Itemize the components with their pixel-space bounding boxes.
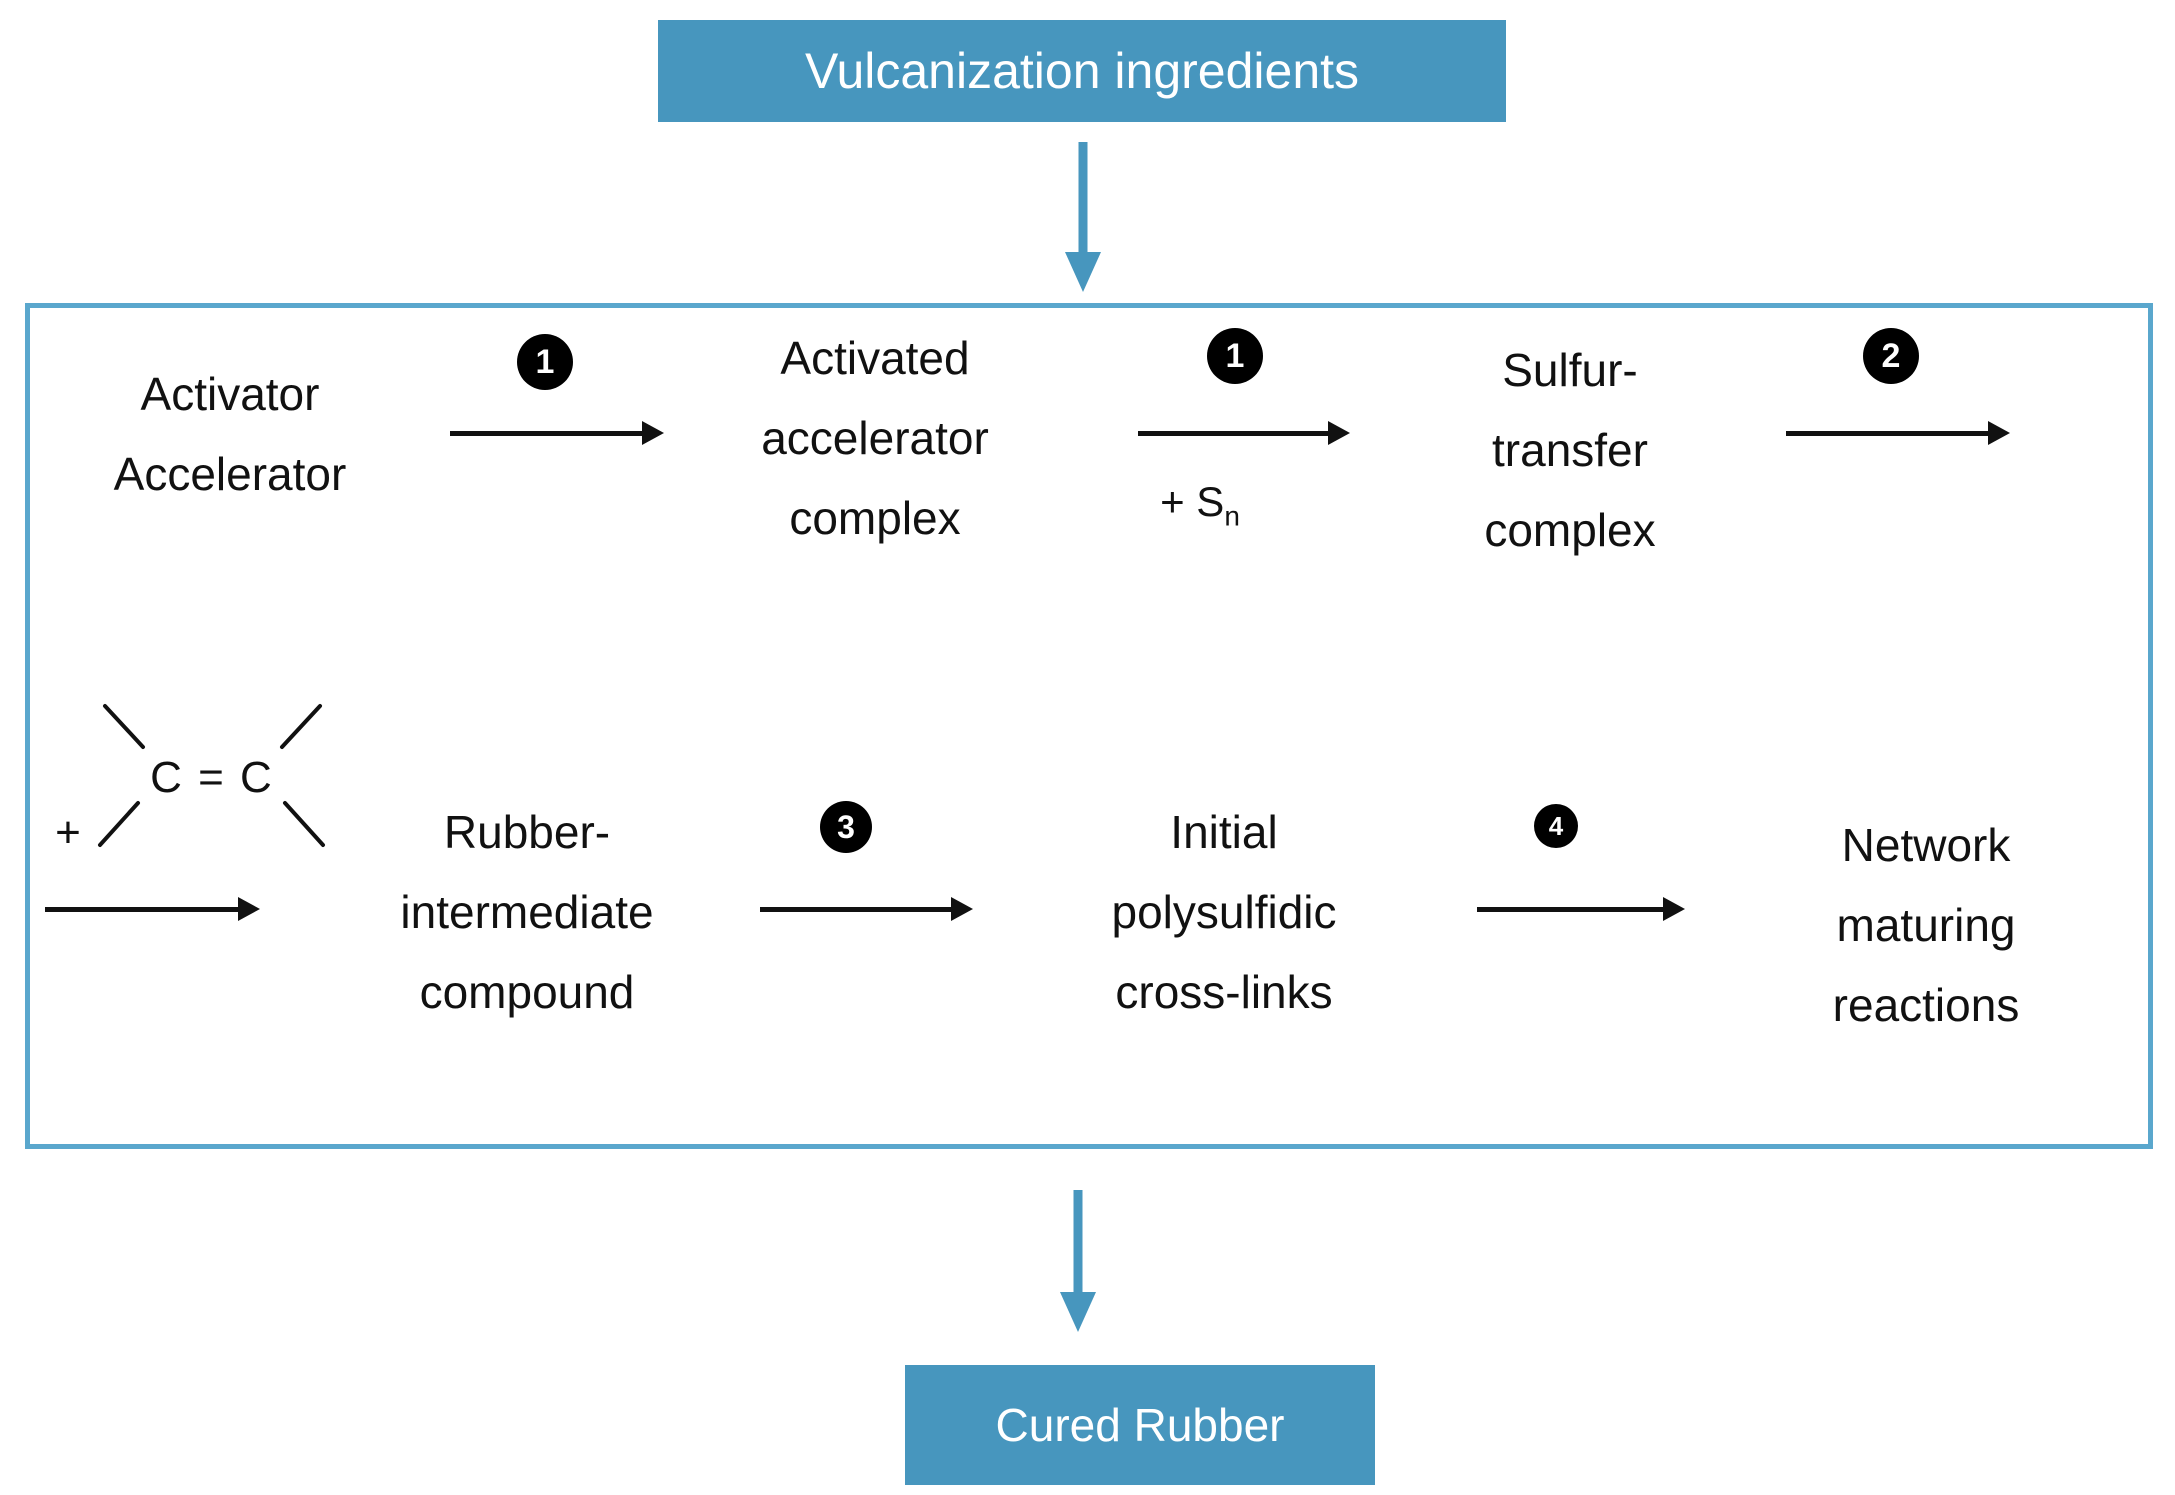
arrow-shaft <box>760 907 953 912</box>
reaction-arrow-3 <box>1786 421 2010 445</box>
reaction-arrow-2 <box>1138 421 1350 445</box>
reaction-arrow-5 <box>760 897 973 921</box>
arrow-head <box>951 897 973 921</box>
step-2-badge: 2 <box>1863 328 1919 384</box>
alkene-bond-lines <box>98 704 325 847</box>
arrow-stem <box>1073 1190 1083 1294</box>
arrow-head <box>1988 421 2010 445</box>
step-4-badge: 4 <box>1534 804 1578 848</box>
sulfur-subscript: n <box>1224 500 1240 532</box>
arrow-stem <box>1078 142 1088 254</box>
node-sulfur-transfer-complex: Sulfur- transfer complex <box>1484 344 1656 556</box>
flow-down-arrow-bottom <box>1060 1190 1096 1332</box>
reaction-arrow-1 <box>450 421 664 445</box>
arrow-head <box>1065 252 1101 292</box>
arrow-shaft <box>1138 431 1330 436</box>
arrow-head <box>238 897 260 921</box>
step-3-badge: 3 <box>820 801 872 853</box>
sulfur-addition-prefix: + S <box>1160 478 1225 525</box>
arrow-shaft <box>1477 907 1665 912</box>
alkene-formula: C = C <box>150 753 274 802</box>
node-network-maturing-reactions: Network maturing reactions <box>1832 819 2020 1031</box>
arrow-head <box>1663 897 1685 921</box>
process-box <box>25 303 2153 1149</box>
vulcanization-ingredients-label: Vulcanization ingredients <box>804 43 1360 99</box>
sulfur-addition-label: + Sn <box>1125 472 1275 532</box>
reaction-arrow-6 <box>1477 897 1685 921</box>
alkene-plus-sign: + <box>55 808 81 857</box>
node-initial-polysulfidic-cross-links: Initial polysulfidic cross-links <box>1111 806 1337 1018</box>
cured-rubber-box: Cured Rubber <box>905 1365 1375 1485</box>
arrow-shaft <box>1786 431 1990 436</box>
step-1-badge: 1 <box>517 334 573 390</box>
arrow-shaft <box>45 907 240 912</box>
reaction-arrow-4 <box>45 897 260 921</box>
arrow-shaft <box>450 431 644 436</box>
arrow-head <box>1060 1292 1096 1332</box>
arrow-head <box>642 421 664 445</box>
node-rubber-intermediate-compound: Rubber- intermediate compound <box>400 806 654 1018</box>
node-activated-accelerator-complex: Activated accelerator complex <box>761 332 989 544</box>
step-1b-badge: 1 <box>1207 328 1263 384</box>
arrow-head <box>1328 421 1350 445</box>
vulcanization-ingredients-box: Vulcanization ingredients <box>658 20 1506 122</box>
cured-rubber-label: Cured Rubber <box>995 1399 1285 1451</box>
node-activator-accelerator: Activator Accelerator <box>113 368 347 500</box>
flow-down-arrow-top <box>1065 142 1101 292</box>
